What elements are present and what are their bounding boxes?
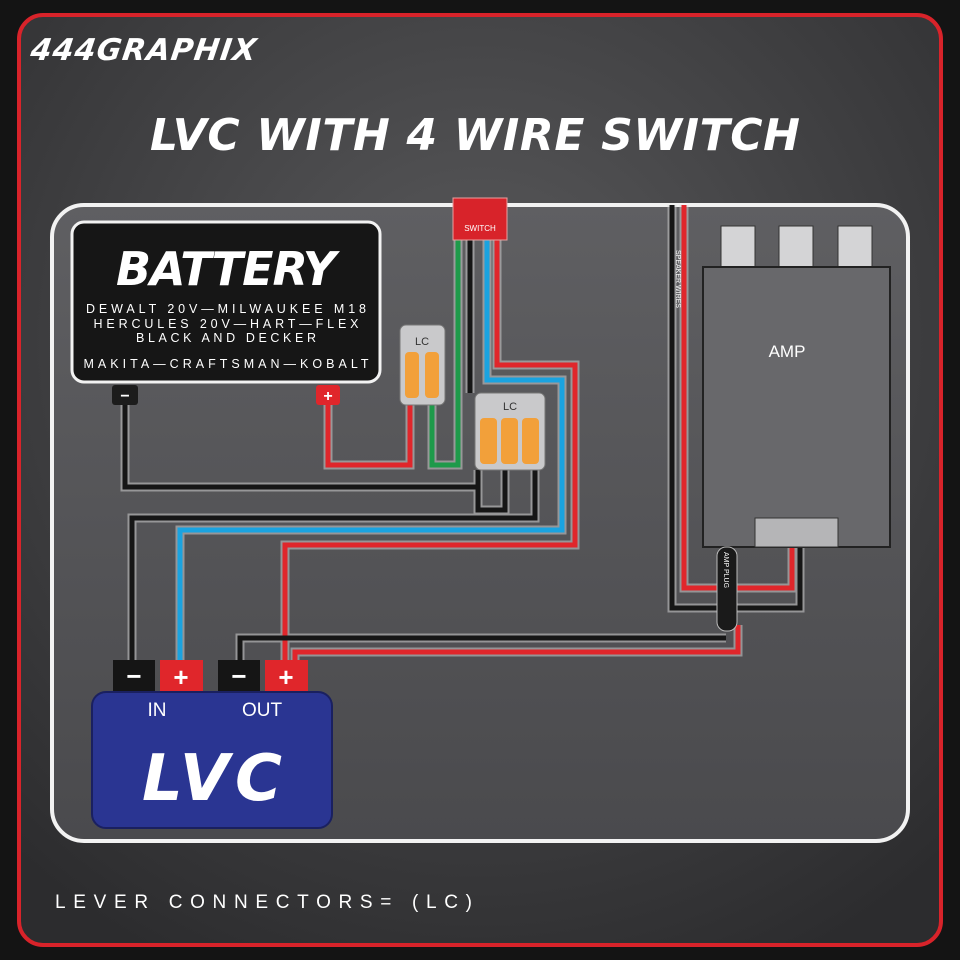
- lvc-out-positive-wire: [292, 625, 741, 660]
- lvc-in-negative-wire: [129, 470, 538, 660]
- speaker-red-wire: [681, 205, 795, 591]
- switch-red-wire: [282, 240, 578, 660]
- switch-blue-wire: [177, 240, 565, 660]
- plus-icon: +: [173, 662, 188, 692]
- minus-icon: −: [126, 661, 141, 691]
- brand-logo: 444GRAPHIX: [27, 33, 260, 68]
- minus-icon: −: [120, 388, 129, 405]
- lvc-in-negative-terminal: [113, 660, 155, 692]
- battery-line: BLACK AND DECKER: [136, 331, 316, 345]
- lc-jumper-wire: [475, 470, 508, 513]
- lvc-out-label: OUT: [242, 700, 283, 721]
- battery: BATTERY DEWALT 20V—MILWAUKEE M18 HERCULE…: [70, 220, 382, 405]
- lever-connector-2: LC: [474, 392, 546, 471]
- switch-label: SWITCH: [464, 224, 496, 233]
- lvc-out-negative-wire: [237, 635, 726, 660]
- lvc-in-positive-terminal: [160, 660, 203, 692]
- amplifier: AMP AMP PLUG SPEAKER WIRES: [674, 225, 891, 632]
- amp-plug-cable: [716, 546, 738, 632]
- footer-legend: LEVER CONNECTORS= (LC): [55, 892, 473, 913]
- lc2-label: LC: [503, 401, 517, 413]
- minus-icon: −: [231, 661, 246, 691]
- switch-green-wire: [429, 240, 461, 468]
- lvc-out-negative-terminal: [218, 660, 260, 692]
- plus-icon: +: [323, 388, 332, 405]
- battery-title: BATTERY: [116, 242, 341, 296]
- amp-plug-label: AMP PLUG: [722, 552, 729, 588]
- lc1-label: LC: [415, 336, 429, 348]
- battery-negative-terminal: [112, 385, 138, 405]
- plus-icon: +: [278, 662, 293, 692]
- amp-label: AMP: [769, 342, 806, 361]
- lvc-in-label: IN: [148, 700, 167, 721]
- battery-line: HERCULES 20V—HART—FLEX: [94, 317, 360, 331]
- lvc-label: LVC: [142, 742, 282, 816]
- battery-positive-wire: [325, 405, 413, 468]
- lever-connector-1: LC: [399, 324, 446, 406]
- battery-line: DEWALT 20V—MILWAUKEE M18: [86, 302, 366, 316]
- lvc-module: − + − + IN OUT LVC: [91, 660, 333, 829]
- battery-positive-terminal: [316, 385, 340, 405]
- amp-plug-socket: [754, 517, 839, 548]
- wires: [120, 205, 805, 660]
- speaker-wires-label: SPEAKER WIRES: [674, 250, 681, 308]
- switch: SWITCH: [452, 197, 508, 241]
- lvc-out-positive-terminal: [265, 660, 308, 692]
- page-title: LVC WITH 4 WIRE SWITCH: [150, 110, 800, 161]
- battery-negative-wire: [122, 405, 481, 490]
